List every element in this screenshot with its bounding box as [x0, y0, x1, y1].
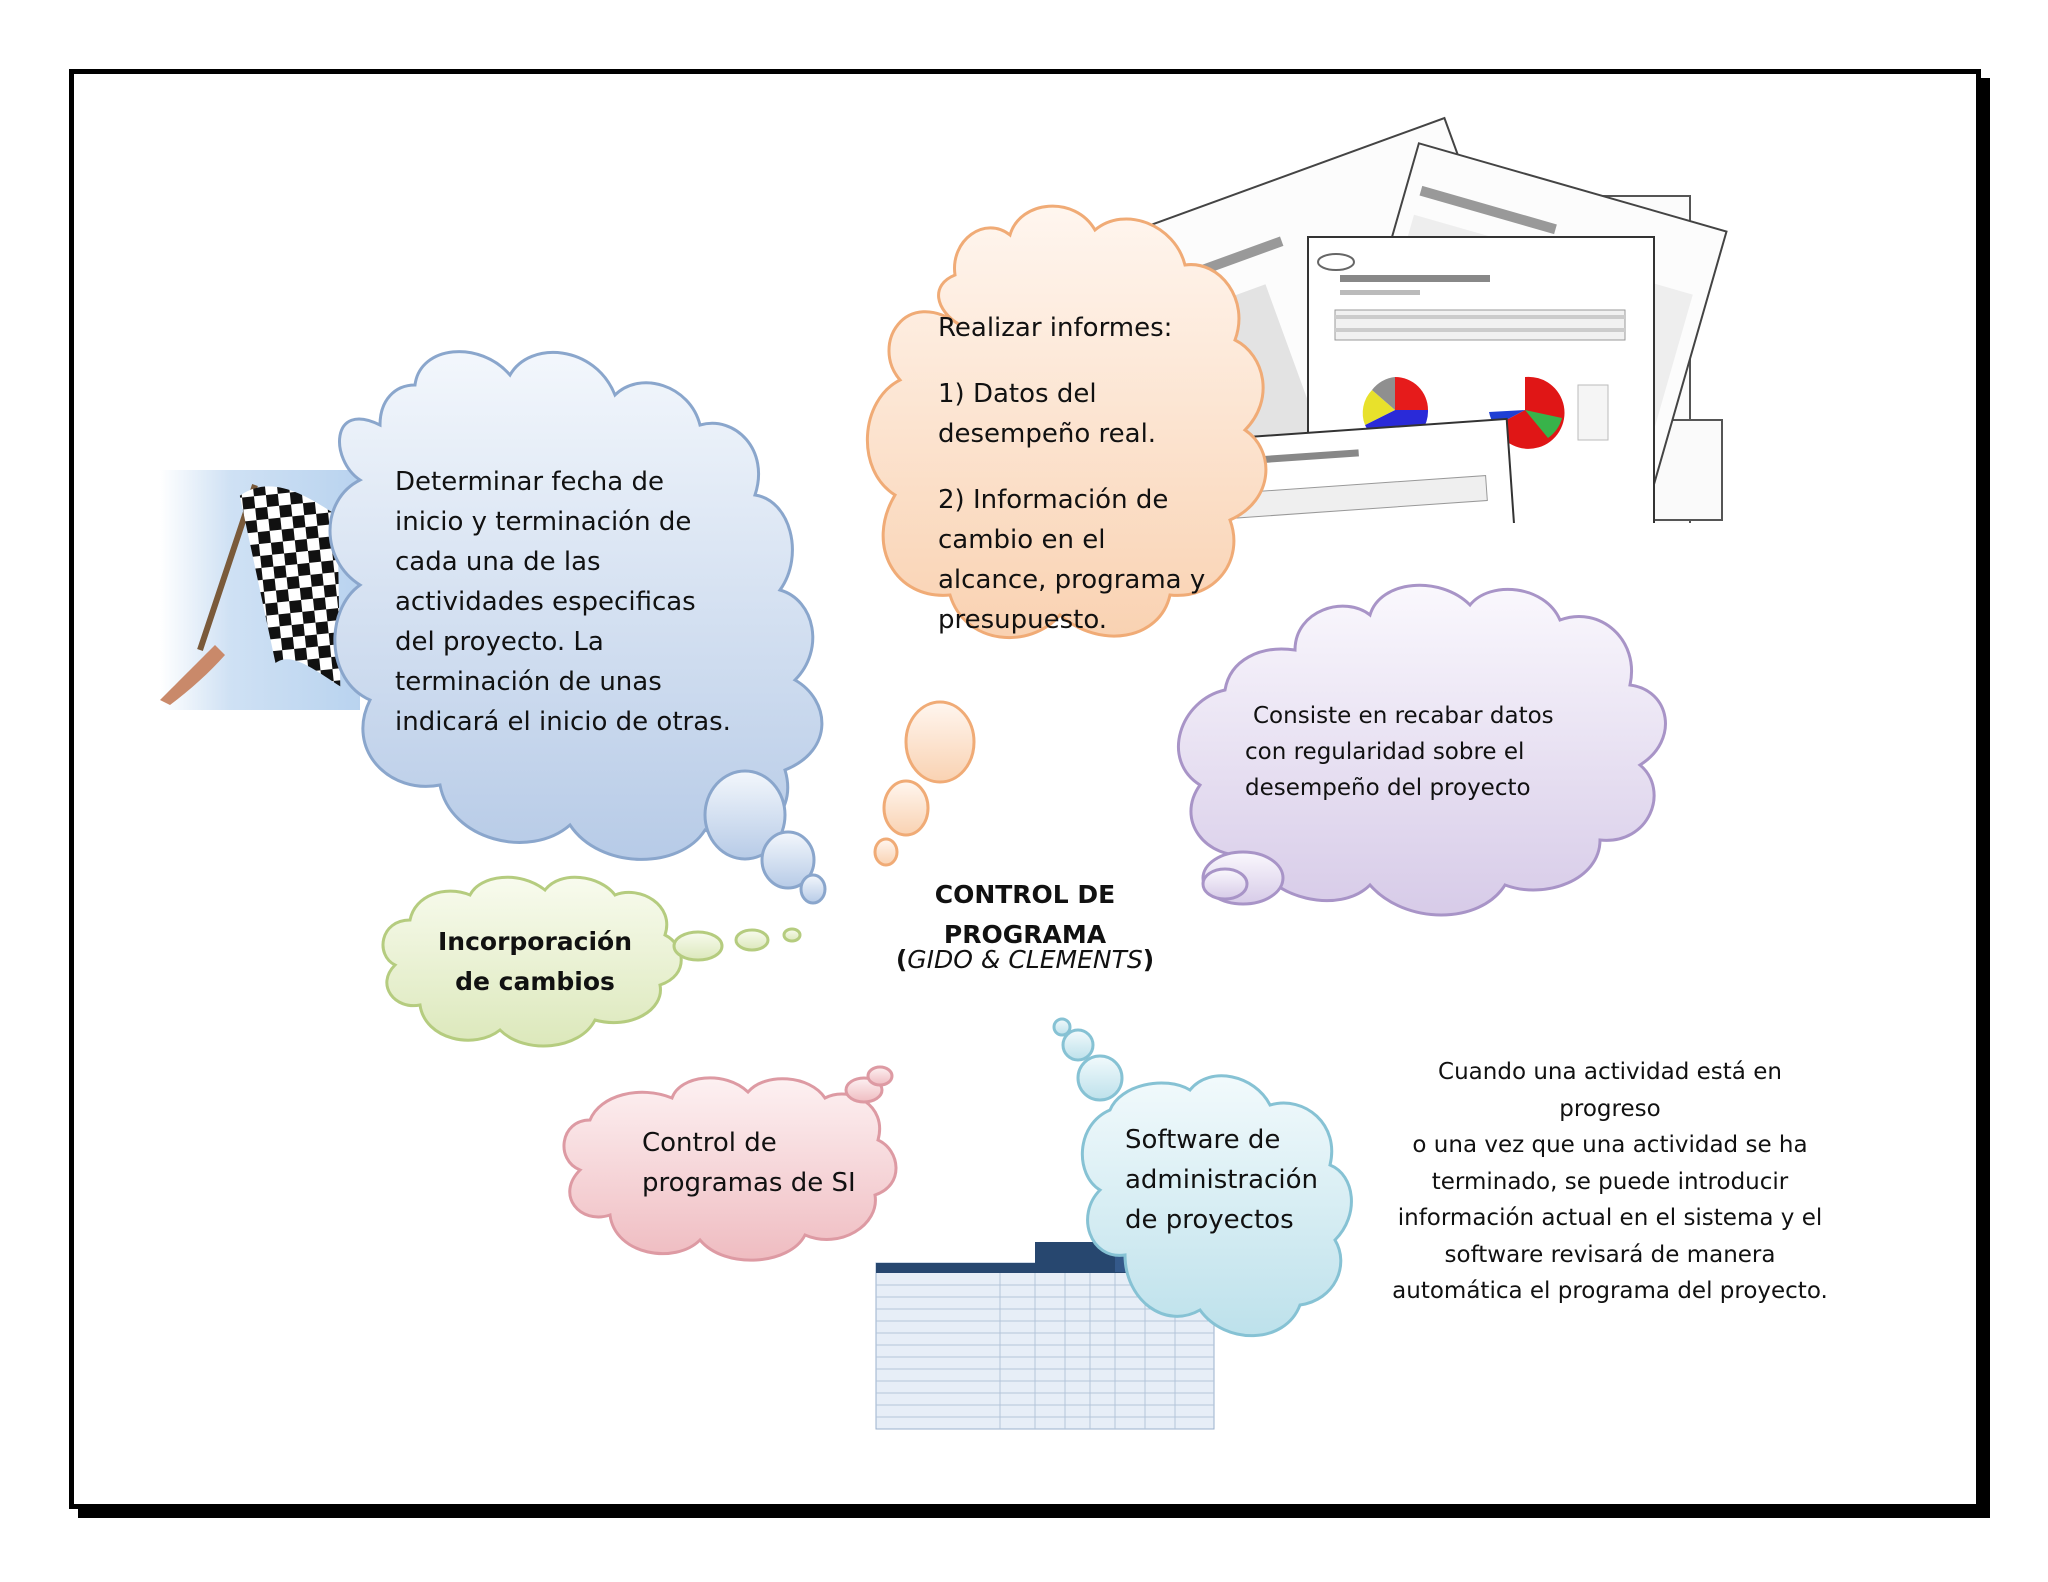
blue-line: cada una de las — [395, 547, 601, 577]
orange-heading: Realizar informes: — [938, 313, 1173, 343]
orange-item2-line: 2) Información de — [938, 485, 1169, 515]
pink-cloud — [562, 1065, 898, 1262]
cyan-cloud-text: Software de administración de proyectos — [1125, 1120, 1345, 1240]
green-cloud — [381, 875, 802, 1048]
green-line: de cambios — [455, 967, 615, 996]
blue-cloud — [328, 350, 827, 905]
cyan-line: Software de — [1125, 1125, 1281, 1155]
blue-line: del proyecto. La — [395, 627, 604, 657]
diagram-subtitle: (GIDO & CLEMENTS) — [855, 940, 1195, 980]
orange-cloud-text: Realizar informes: 1) Datos del desempeñ… — [938, 308, 1238, 640]
orange-item2-line: presupuesto. — [938, 605, 1108, 635]
blue-line: Determinar fecha de — [395, 467, 664, 497]
note-line: terminado, se puede introducir — [1431, 1168, 1789, 1195]
pink-line: Control de — [642, 1128, 777, 1158]
orange-cloud — [865, 204, 1268, 867]
checkered-flag-image — [160, 470, 360, 710]
purple-line: con regularidad sobre el — [1245, 739, 1525, 765]
subtitle-paren-close: ) — [1142, 945, 1155, 974]
blue-line: indicará el inicio de otras. — [395, 707, 731, 737]
note-line: automática el programa del proyecto. — [1392, 1278, 1828, 1304]
note-line: o una vez que una actividad se ha — [1412, 1132, 1808, 1158]
green-line: Incorporación — [437, 927, 633, 956]
green-cloud-text: Incorporación de cambios — [430, 922, 640, 1002]
blue-cloud-text: Determinar fecha de inicio y terminación… — [395, 462, 755, 742]
note-text: Cuando una actividad está en progreso o … — [1385, 1054, 1835, 1310]
pink-cloud-text: Control de programas de SI — [642, 1123, 882, 1203]
purple-line: Consiste en recabar datos — [1253, 703, 1554, 729]
note-line: información actual en el sistema y el — [1397, 1205, 1823, 1231]
purple-line: desempeño del proyecto — [1245, 775, 1531, 801]
blue-line: inicio y terminación de — [395, 507, 692, 537]
note-line: Cuando una actividad está en progreso — [1438, 1059, 1782, 1122]
subtitle-paren-open: ( — [895, 945, 908, 974]
orange-item2-line: alcance, programa y — [938, 565, 1206, 595]
blue-line: terminación de unas — [395, 667, 662, 697]
blue-line: actividades especificas — [395, 587, 696, 617]
cyan-cloud — [1052, 1017, 1353, 1338]
orange-item2-line: cambio en el — [938, 525, 1106, 555]
purple-cloud-text: Consiste en recabar datos con regularida… — [1245, 698, 1575, 806]
cyan-line: administración — [1125, 1165, 1318, 1195]
orange-item1-line: 1) Datos del — [938, 379, 1097, 409]
note-line: software revisará de manera — [1444, 1241, 1776, 1268]
pink-line: programas de SI — [642, 1168, 856, 1198]
purple-cloud — [1176, 583, 1667, 917]
subtitle-authors: GIDO & CLEMENTS — [907, 945, 1143, 974]
cyan-line: de proyectos — [1125, 1205, 1294, 1235]
diagram-title: CONTROL DE PROGRAMA — [855, 875, 1195, 955]
orange-item1-line: desempeño real. — [938, 419, 1157, 449]
title-main: CONTROL DE PROGRAMA — [934, 880, 1116, 949]
